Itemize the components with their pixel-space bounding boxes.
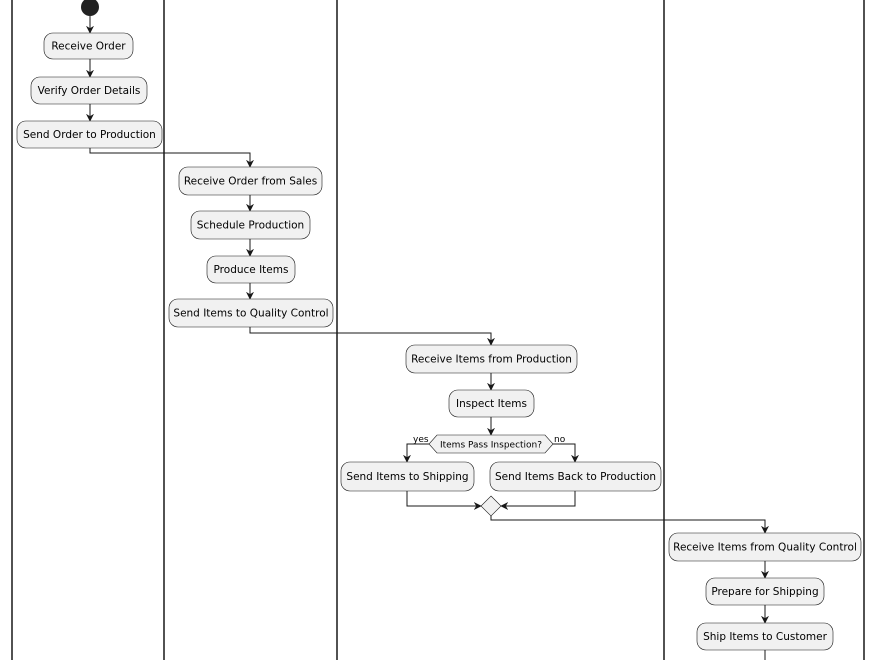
swimlane-lines <box>11 0 865 660</box>
branch-no-label: no <box>554 435 566 445</box>
action-verify-order-details: Verify Order Details <box>30 76 148 105</box>
edge-shipping-merge <box>406 491 482 510</box>
action-label: Schedule Production <box>197 220 304 232</box>
edge-merge-to-shipping <box>490 516 769 534</box>
edge-decision-yes <box>403 443 429 463</box>
edge-send-order-to-production <box>89 148 254 168</box>
edge-decision-no <box>553 443 579 463</box>
action-prepare-for-shipping: Prepare for Shipping <box>705 577 825 606</box>
action-inspect-items: Inspect Items <box>448 389 535 418</box>
action-send-items-to-shipping: Send Items to Shipping <box>340 461 475 492</box>
action-receive-items-from-quality-control: Receive Items from Quality Control <box>668 532 862 562</box>
action-label: Prepare for Shipping <box>711 586 818 598</box>
action-schedule-production: Schedule Production <box>190 210 311 240</box>
edges <box>86 16 769 660</box>
action-label: Send Items to Shipping <box>346 471 468 483</box>
action-label: Receive Items from Quality Control <box>673 542 857 554</box>
action-label: Verify Order Details <box>38 85 141 97</box>
action-label: Produce Items <box>214 264 289 276</box>
merge-node <box>480 495 502 517</box>
start-node <box>81 0 99 16</box>
action-produce-items: Produce Items <box>206 255 296 284</box>
action-label: Receive Order <box>51 41 126 53</box>
action-send-order-to-production: Send Order to Production <box>16 120 163 149</box>
action-send-items-back-to-production: Send Items Back to Production <box>489 461 662 492</box>
action-receive-order-from-sales: Receive Order from Sales <box>178 166 323 196</box>
action-label: Send Order to Production <box>23 129 156 141</box>
action-label: Ship Items to Customer <box>703 631 828 643</box>
action-send-items-to-quality-control: Send Items to Quality Control <box>168 298 334 328</box>
action-ship-items-to-customer: Ship Items to Customer <box>696 622 834 651</box>
action-label: Send Items Back to Production <box>495 471 656 483</box>
edge-back-merge <box>500 491 576 510</box>
branch-yes-label: yes <box>413 435 429 445</box>
action-label: Send Items to Quality Control <box>173 308 328 320</box>
decision-label: Items Pass Inspection? <box>440 441 542 451</box>
action-receive-items-from-production: Receive Items from Production <box>405 344 578 374</box>
decision-items-pass-inspection: Items Pass Inspection? <box>428 434 554 454</box>
action-label: Receive Order from Sales <box>184 176 317 188</box>
action-receive-order: Receive Order <box>43 32 134 60</box>
action-label: Inspect Items <box>456 398 527 410</box>
action-label: Receive Items from Production <box>411 354 572 366</box>
edge-send-items-to-qc <box>249 327 495 346</box>
